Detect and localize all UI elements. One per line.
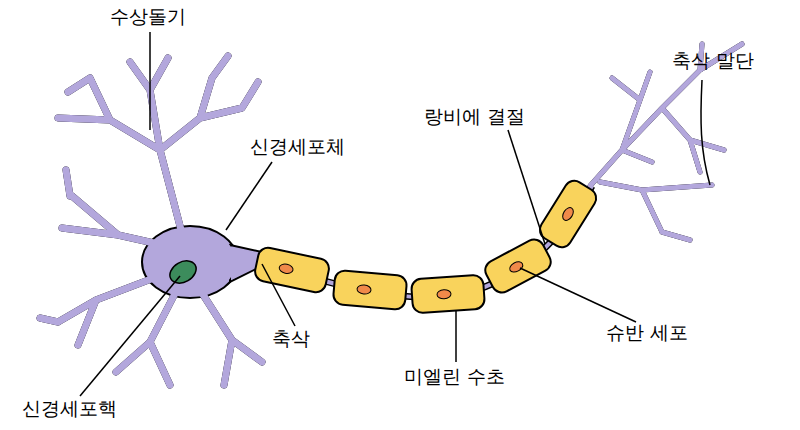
nucleus: [166, 256, 200, 287]
schwann-cell: [482, 236, 554, 296]
part-label: 신경세포체: [250, 136, 345, 157]
leader-line: [226, 162, 272, 230]
schwann-nucleus: [278, 263, 294, 275]
dendrite-fill: [40, 44, 742, 385]
schwann-body: [411, 275, 485, 314]
part-label: 신경세포핵: [22, 398, 117, 419]
part-label: 축삭 말단: [672, 50, 754, 71]
myelin-sheath: [253, 177, 600, 313]
leader-line: [80, 276, 180, 396]
cell-body-fill: [144, 228, 236, 296]
leader-line: [520, 268, 636, 322]
schwann-nucleus: [437, 289, 452, 299]
schwann-body: [482, 236, 554, 296]
leader-line: [455, 310, 457, 362]
schwann-cell: [536, 177, 600, 251]
schwann-body: [333, 270, 408, 310]
leader-line: [701, 80, 710, 185]
schwann-nucleus: [508, 260, 525, 275]
leader-line: [262, 264, 295, 326]
part-label: 축삭: [272, 328, 310, 349]
schwann-cell: [411, 275, 485, 314]
dendrites-outline: [40, 44, 742, 385]
dendrite-outline: [40, 44, 742, 385]
leader-lines: [80, 32, 710, 396]
part-label: 랑비에 결절: [424, 106, 525, 127]
leader-line: [508, 130, 545, 244]
part-label: 슈반 세포: [606, 322, 688, 343]
part-label: 미엘린 수초: [404, 366, 505, 387]
schwann-cell: [333, 270, 408, 310]
leader-line: [149, 32, 151, 130]
schwann-body: [536, 177, 600, 251]
part-label: 수상돌기: [110, 6, 186, 27]
cell-body: [142, 226, 238, 298]
schwann-nucleus: [357, 284, 372, 294]
schwann-nucleus: [560, 206, 575, 223]
